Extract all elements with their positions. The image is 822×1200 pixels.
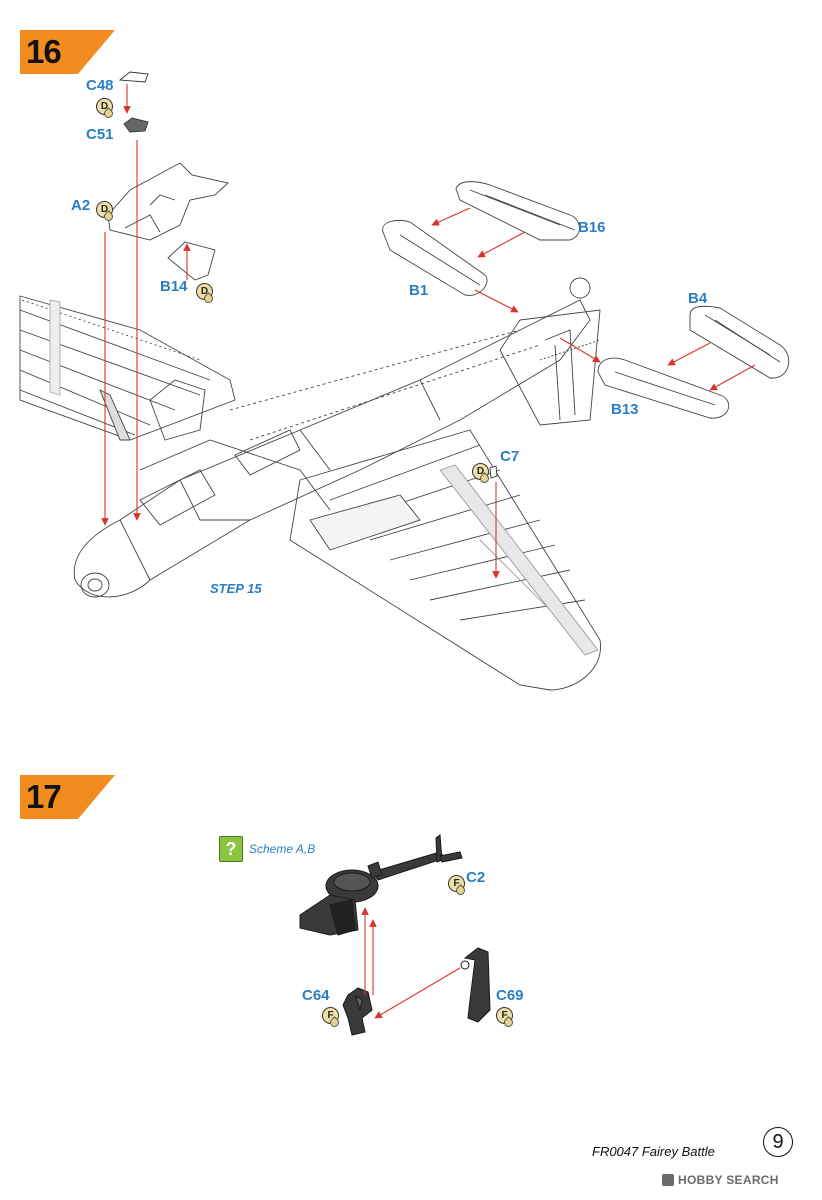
- paint-badge-a2: D: [96, 201, 115, 223]
- machine-gun-drawing: [299, 834, 463, 936]
- part-label-a2: A2: [71, 197, 91, 214]
- scheme-label: Scheme A,B: [249, 842, 316, 856]
- step-17-badge-shape: [20, 775, 115, 819]
- step-17-badge: 17: [20, 775, 115, 819]
- scheme-question-icon: ?: [219, 836, 243, 862]
- paint-badge-c2: F: [448, 875, 467, 897]
- elevator-left-drawing: [382, 181, 580, 296]
- c64-part-drawing: [342, 987, 373, 1036]
- step-17-number: 17: [26, 778, 62, 815]
- part-label-c7: C7: [500, 448, 520, 465]
- c69-part-drawing: [460, 947, 491, 1023]
- part-label-b16: B16: [578, 219, 606, 236]
- manual-footer-title: FR0047 Fairey Battle: [592, 1144, 715, 1159]
- page-number: 9: [763, 1127, 793, 1157]
- c7-part-drawing: [489, 465, 498, 479]
- step-16-number: 16: [26, 33, 62, 70]
- part-label-c2: C2: [466, 869, 486, 886]
- step-15-reference: STEP 15: [210, 581, 262, 596]
- elevator-right-drawing: [597, 305, 790, 419]
- hobby-search-watermark: HOBBY SEARCH: [662, 1173, 779, 1187]
- c48-c51-part-drawing: [118, 71, 149, 133]
- aircraft-fuselage-drawing: [19, 277, 601, 691]
- canopy-part-drawing: [107, 162, 229, 241]
- step-16-badge-shape: [20, 30, 115, 74]
- paint-badge-c48: D: [96, 98, 115, 120]
- paint-badge-c7: D: [472, 463, 491, 485]
- part-label-c69: C69: [496, 987, 524, 1004]
- assembly-arrows-step16: [101, 84, 756, 579]
- assembly-arrows-step17: [361, 907, 461, 1019]
- part-label-b13: B13: [611, 401, 639, 418]
- watermark-text: HOBBY SEARCH: [678, 1173, 779, 1187]
- part-label-c51: C51: [86, 126, 114, 143]
- b14-part-drawing: [167, 241, 216, 281]
- hobby-search-logo-icon: [662, 1174, 674, 1186]
- part-label-c48: C48: [86, 77, 114, 94]
- part-label-b4: B4: [688, 290, 708, 307]
- paint-badge-b14: D: [196, 283, 215, 305]
- step-16-badge: 16: [20, 30, 115, 74]
- part-label-b14: B14: [160, 278, 188, 295]
- part-label-b1: B1: [409, 282, 429, 299]
- part-label-c64: C64: [302, 987, 330, 1004]
- paint-badge-c69: F: [496, 1007, 515, 1029]
- paint-badge-c64: F: [322, 1007, 341, 1029]
